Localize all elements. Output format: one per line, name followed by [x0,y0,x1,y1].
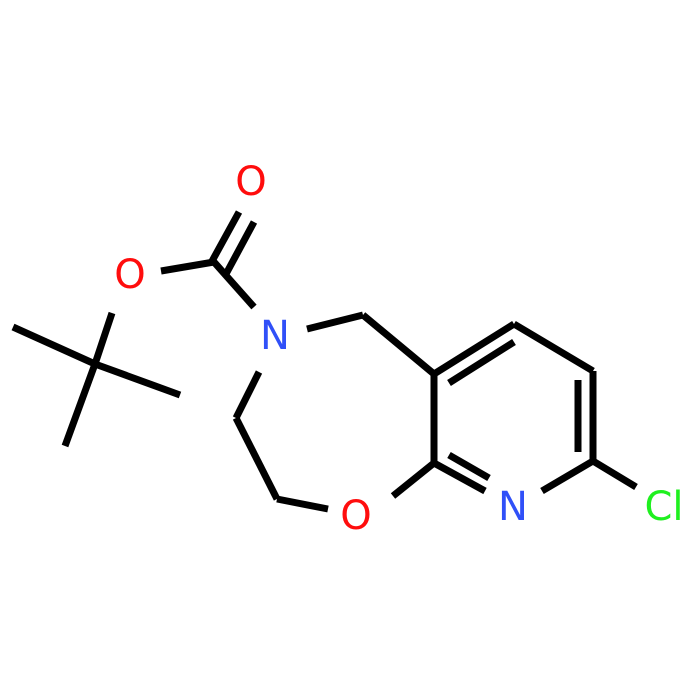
atom-ring-oxygen: O [340,493,371,539]
bond-ring-ch2-ch2 [232,416,281,501]
bond-tbu-to-ester-oxygen [91,311,116,366]
bond-pyridine-c4a-c5 [432,321,516,377]
bond-nitrogen-ch2-ring [232,370,263,420]
bond-ch2-ring-oxygen [276,495,329,513]
bond-carbonyl-double-1 [207,210,243,265]
atom-chlorine: Cl [644,484,683,530]
bond-carbon-chlorine [591,458,638,490]
bond-ring-oxygen-pyridine [390,460,437,499]
bond-ch2-pyridine [360,312,437,377]
bond-pyridine-c8a-nitrogen [432,459,487,495]
bond-tbu-methyl-left [11,323,97,368]
atom-ring-nitrogen: N [260,313,290,359]
bond-pyridine-c4a-c5-inner [447,339,516,386]
bond-carbonyl-double-2 [222,220,258,276]
bond-tbu-methyl-right [93,360,182,399]
bond-ester-oxygen-carbonyl [160,258,215,275]
bond-nitrogen-ch2 [306,311,364,333]
bond-pyridine-c8a-nitrogen-inner [447,451,491,482]
bond-carbonyl-nitrogen [211,259,257,310]
bond-tbu-methyl-down [61,362,99,448]
bond-pyridine-c7-nitrogen [540,457,595,495]
atom-ester-oxygen: O [114,252,145,298]
atom-carbonyl-oxygen: O [235,159,266,205]
bond-pyridine-c5-c6 [512,320,595,375]
atom-pyridine-nitrogen: N [498,484,528,530]
